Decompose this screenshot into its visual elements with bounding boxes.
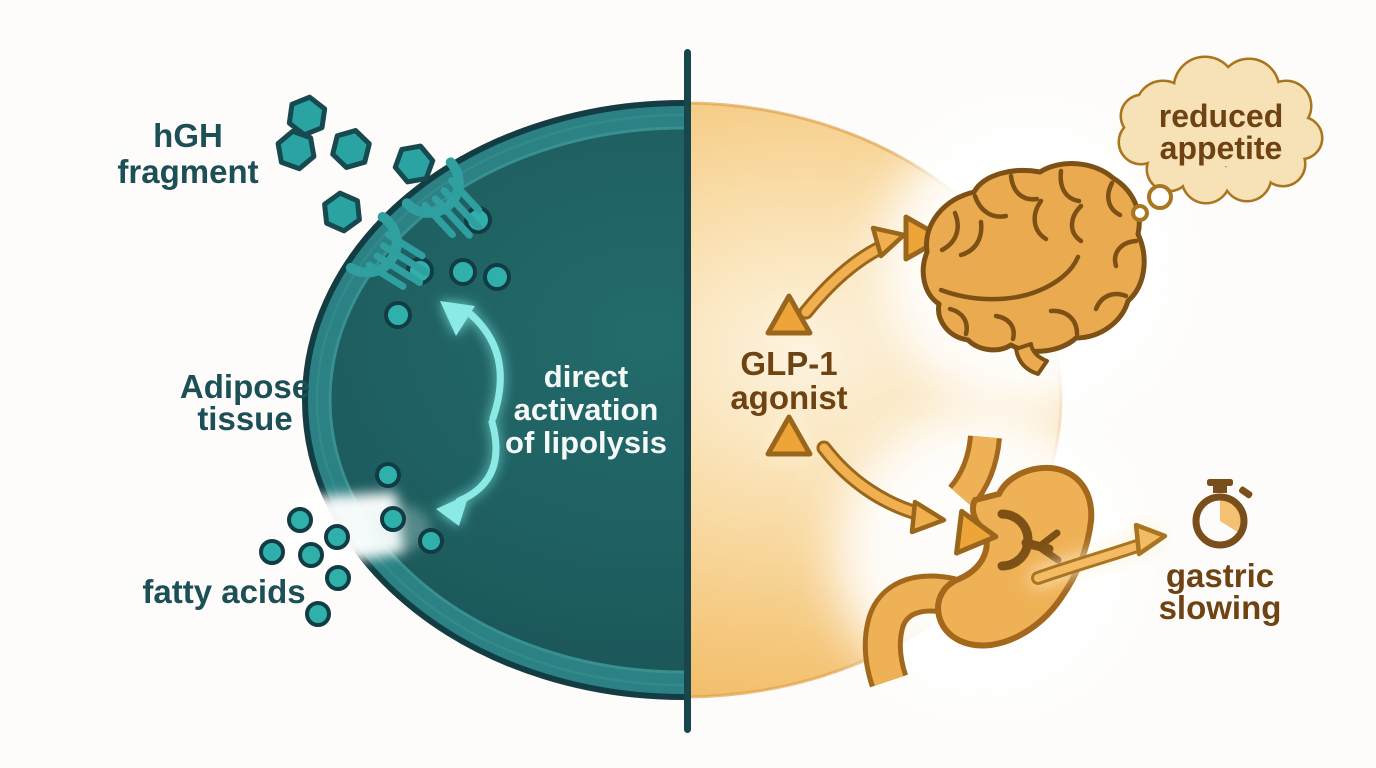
gastric-slowing-label-line2: slowing [1159, 589, 1282, 626]
lipid-droplet-dot [483, 263, 511, 291]
hexagon-molecule-icon [330, 127, 371, 172]
hexagon-molecule-icon [276, 128, 315, 171]
arrow-to-stomach [816, 440, 947, 535]
fatty-acid-dot [259, 539, 285, 565]
reduced-appetite-label-line2: appetite [1160, 130, 1283, 166]
fatty-acid-dot [324, 524, 350, 550]
adipose-tissue-label-line2: tissue [197, 400, 292, 437]
lipid-droplet-dot [384, 301, 412, 329]
lipid-droplet-dot [380, 506, 406, 532]
thought-trail-bubble [1147, 184, 1173, 210]
cycle-arrow-up-icon [464, 308, 504, 422]
stopwatch-icon [1192, 479, 1253, 549]
lipid-droplet-dot [375, 462, 401, 488]
thought-bubble: reduced appetite [1117, 55, 1324, 222]
lipid-droplets [375, 206, 511, 554]
cycle-arrow-down-head [436, 494, 469, 526]
fatty-acid-dots [259, 507, 351, 627]
lipid-droplet-dot [418, 528, 444, 554]
membrane-highlight [315, 113, 688, 687]
fatty-acids-label: fatty acids [142, 573, 305, 610]
cycle-arrow-down-icon [455, 418, 500, 505]
stomach-icon [862, 435, 1095, 688]
hexagon-molecule-icon [324, 191, 361, 232]
arrow-to-brain [798, 225, 907, 320]
lipolysis-cycle-arrows [436, 301, 504, 526]
cycle-arrow-up-head [440, 301, 475, 336]
hgh-fragment-label-line1: hGH [153, 117, 223, 154]
divider-line [684, 49, 691, 733]
gastric-slowing-label-line1: gastric [1166, 557, 1274, 594]
reduced-appetite-label-line1: reduced [1159, 98, 1283, 134]
arrow-to-stopwatch [1031, 522, 1168, 585]
fatty-acid-dot [298, 542, 324, 568]
stomach-receptor-icon [997, 509, 1062, 571]
brain-icon [920, 161, 1147, 376]
thought-trail-bubble [1131, 204, 1149, 222]
fatty-acid-dot [305, 601, 331, 627]
mechanism-label-line1: direct [544, 359, 628, 394]
fatty-acid-dot [325, 565, 351, 591]
mechanism-label-line2: activation [514, 392, 659, 427]
fatty-acid-dot [287, 507, 313, 533]
glp1-agonist-label-line1: GLP-1 [740, 345, 837, 382]
glp1-agonist-label-line2: agonist [730, 379, 847, 416]
mechanism-label-line3: of lipolysis [505, 425, 667, 460]
hgh-fragment-label-line2: fragment [117, 153, 258, 190]
lipid-droplet-dot [449, 258, 477, 286]
adipose-tissue-label-line1: Adipose [180, 368, 310, 405]
